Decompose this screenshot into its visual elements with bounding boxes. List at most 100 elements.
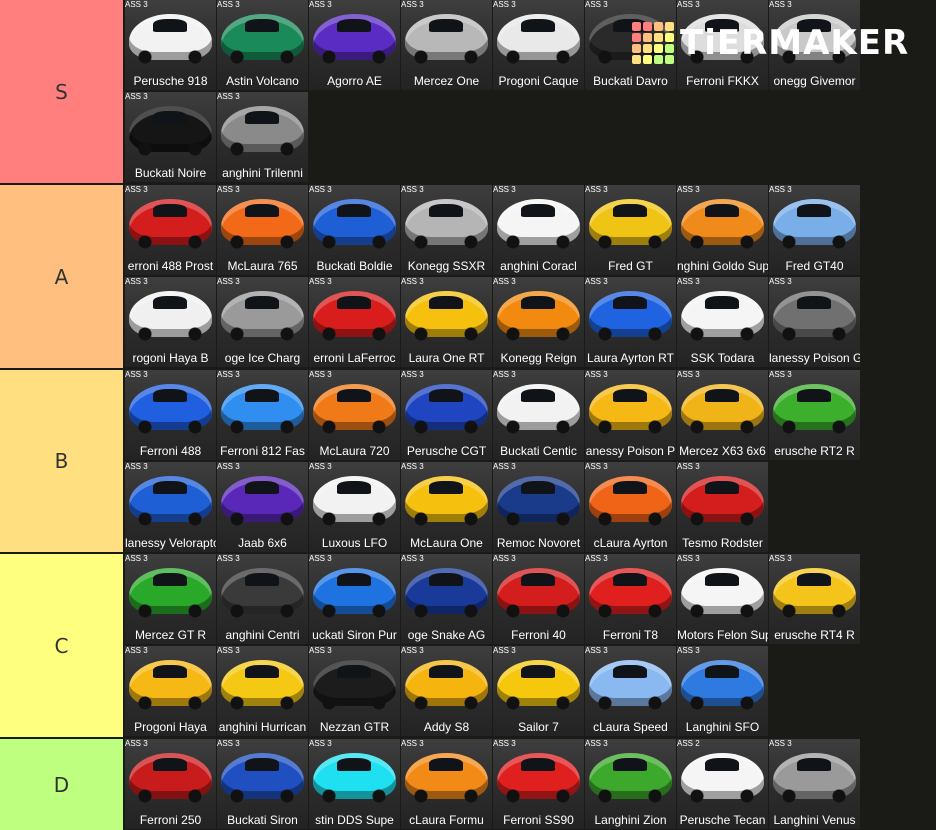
car-image bbox=[129, 753, 212, 803]
car-class-label: ASS 3 bbox=[769, 554, 792, 563]
car-class-label: ASS 3 bbox=[125, 554, 148, 563]
car-class-label: ASS 3 bbox=[585, 646, 608, 655]
car-image bbox=[589, 568, 672, 618]
car-image bbox=[497, 14, 580, 64]
tier-label[interactable]: D bbox=[0, 739, 123, 830]
car-class-label: ASS 3 bbox=[585, 185, 608, 194]
tier-label[interactable]: B bbox=[0, 370, 123, 552]
car-tile[interactable]: ASS 3 cLaura Speed bbox=[585, 646, 676, 736]
car-image bbox=[773, 753, 856, 803]
car-name: anghini Trilenni bbox=[222, 166, 303, 180]
car-name: cLaura Speed bbox=[593, 720, 668, 734]
car-image bbox=[497, 753, 580, 803]
car-name: Ferroni FKKX bbox=[686, 74, 759, 88]
car-image bbox=[313, 14, 396, 64]
car-name: uckati Siron Pur bbox=[312, 628, 397, 642]
car-name: Fred GT bbox=[608, 259, 653, 273]
car-name: Jaab 6x6 bbox=[238, 536, 287, 550]
car-name: Langhini SFO bbox=[685, 720, 760, 734]
tier-label[interactable]: A bbox=[0, 185, 123, 368]
car-name: Mercez GT R bbox=[134, 628, 207, 642]
car-image bbox=[497, 568, 580, 618]
car-image bbox=[589, 660, 672, 710]
car-image bbox=[497, 291, 580, 341]
tier-label[interactable]: C bbox=[0, 554, 123, 737]
car-image bbox=[221, 568, 304, 618]
car-class-label: ASS 3 bbox=[309, 462, 332, 471]
car-tile[interactable]: ASS 3 Mercez GT R bbox=[125, 554, 216, 644]
car-image bbox=[129, 384, 212, 434]
tier-label[interactable]: S bbox=[0, 0, 123, 183]
car-tile[interactable]: ASS 3 Fred GT bbox=[585, 185, 676, 275]
car-image bbox=[221, 384, 304, 434]
car-class-label: ASS 3 bbox=[309, 185, 332, 194]
car-class-label: ASS 3 bbox=[585, 739, 608, 748]
car-class-label: ASS 3 bbox=[493, 646, 516, 655]
car-name: Buckati Siron bbox=[227, 813, 298, 827]
car-image bbox=[681, 568, 764, 618]
